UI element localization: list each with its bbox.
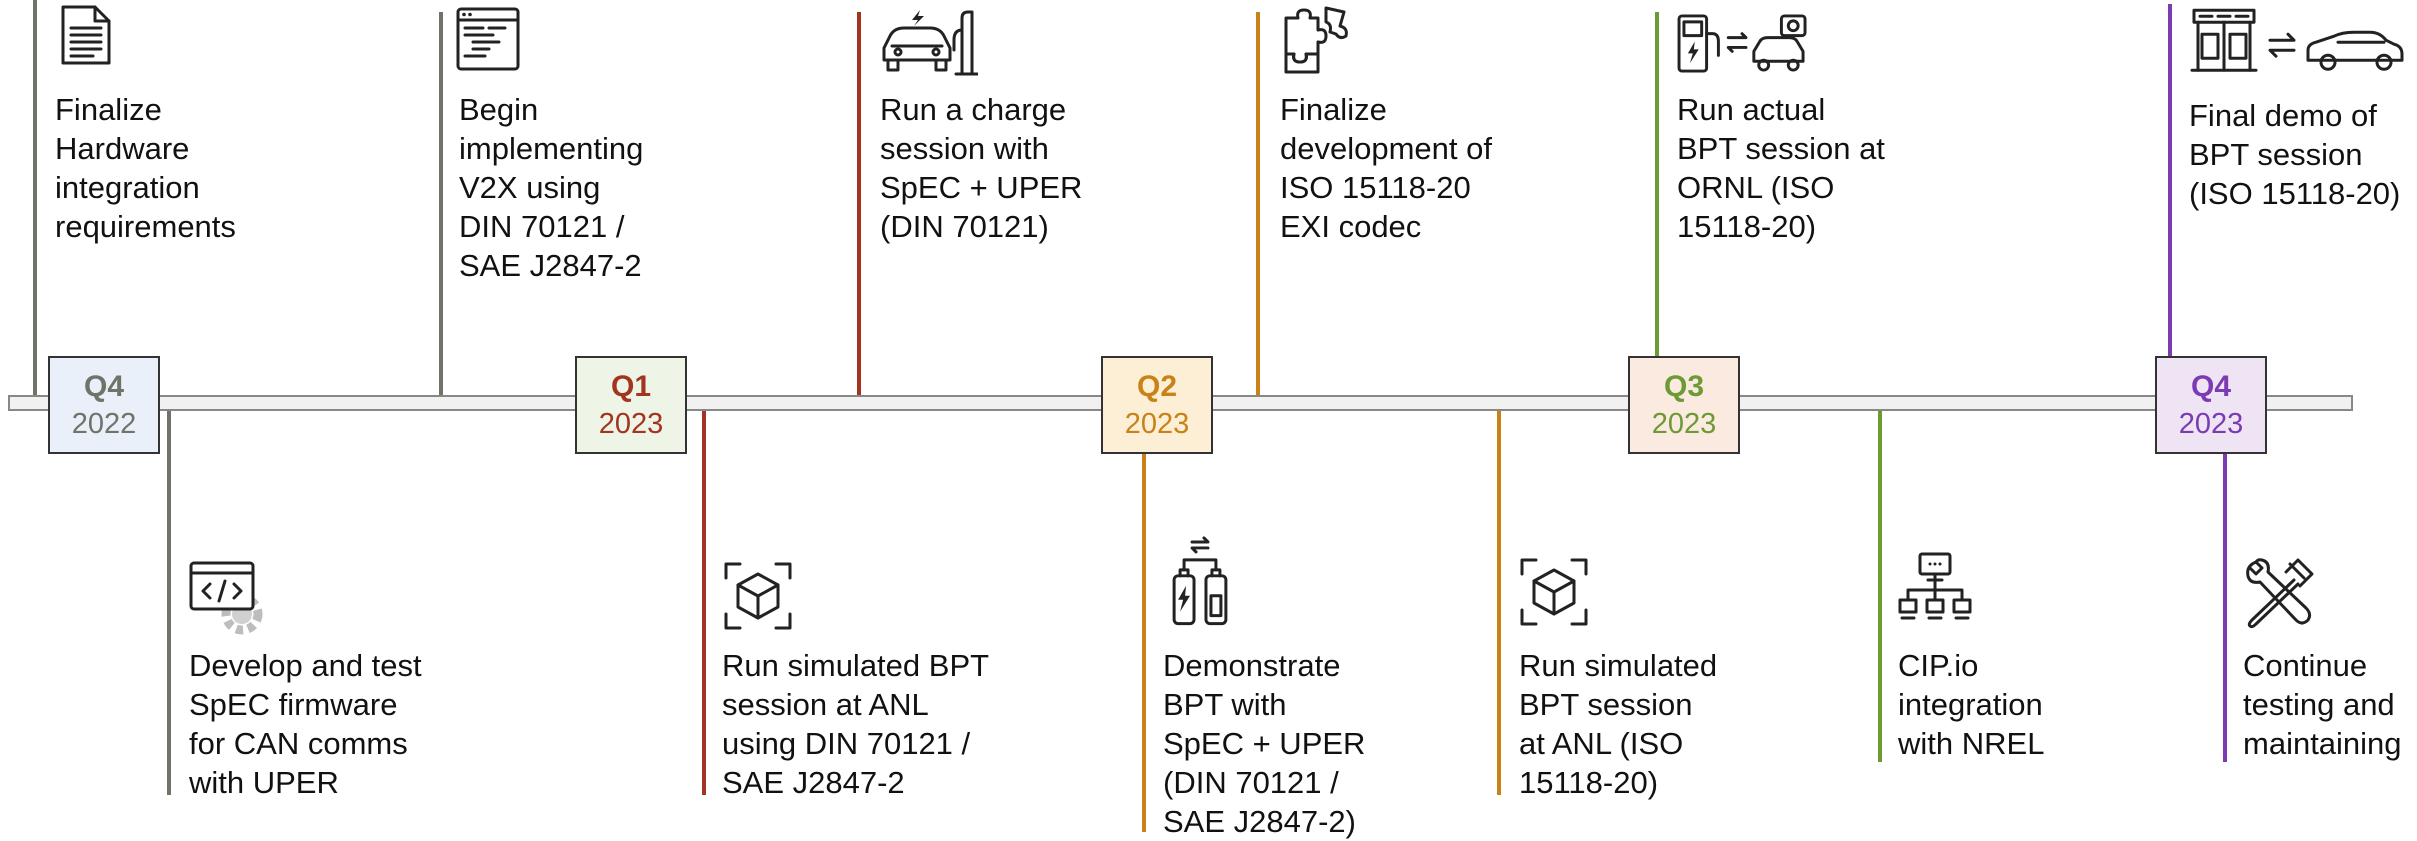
cube-scan-icon [1518, 556, 1590, 628]
quarter-label: Q3 [1663, 370, 1705, 403]
milestone-above-label: Begin implementing V2X using DIN 70121 /… [459, 92, 644, 283]
milestone-above-stem [857, 12, 861, 395]
milestone-below-stem [167, 411, 171, 795]
quarter-label: Q4 [83, 370, 125, 403]
cube-scan-icon [722, 560, 794, 632]
milestone-above-label: Run actual BPT session at ORNL (ISO 1511… [1677, 92, 1885, 244]
milestone-below-stem [1878, 411, 1882, 762]
quarter-label: Q4 [2190, 370, 2232, 403]
milestone-above-stem [1655, 12, 1659, 358]
code-window-icon [455, 6, 521, 72]
milestone-below-stem [1142, 453, 1146, 832]
milestone-below-label: Run simulated BPT session at ANL (ISO 15… [1519, 648, 1718, 800]
document-icon [55, 4, 117, 66]
battery-exchange-icon [1164, 534, 1236, 628]
quarter-marker: Q4 2023 [2155, 356, 2267, 454]
milestone-below-label: Continue testing and maintaining [2243, 648, 2402, 761]
quarter-marker: Q4 2022 [48, 356, 160, 454]
quarter-marker: Q1 2023 [575, 356, 687, 454]
tools-icon [2242, 558, 2314, 630]
charger-to-car-icon [1674, 12, 1814, 75]
quarter-marker: Q2 2023 [1101, 356, 1213, 454]
quarter-marker: Q3 2023 [1628, 356, 1740, 454]
quarter-year: 2023 [1124, 408, 1190, 440]
milestone-above-label: Run a charge session with SpEC + UPER (D… [880, 92, 1083, 244]
station-to-car-icon [2188, 4, 2408, 74]
car-charger-icon [878, 10, 978, 76]
quarter-label: Q2 [1136, 370, 1178, 403]
quarter-year: 2023 [598, 408, 664, 440]
milestone-below-label: Develop and test SpEC firmware for CAN c… [189, 648, 422, 800]
milestone-below-label: Demonstrate BPT with SpEC + UPER (DIN 70… [1163, 648, 1366, 839]
quarter-year: 2023 [1651, 408, 1717, 440]
quarter-year: 2022 [71, 408, 137, 440]
milestone-below-stem [702, 411, 706, 795]
milestone-above-stem [33, 0, 37, 395]
milestone-below-stem [2223, 453, 2227, 762]
milestone-above-stem [439, 12, 443, 395]
milestone-above-label: Finalize Hardware integration requiremen… [55, 92, 236, 244]
network-icon [1898, 552, 1972, 626]
milestone-above-stem [2168, 4, 2172, 358]
milestone-above-label: Finalize development of ISO 15118-20 EXI… [1280, 92, 1492, 244]
quarter-year: 2023 [2178, 408, 2244, 440]
milestone-below-label: Run simulated BPT session at ANL using D… [722, 648, 990, 800]
milestone-below-label: CIP.io integration with NREL [1898, 648, 2045, 761]
quarter-label: Q1 [610, 370, 652, 403]
puzzle-icon [1282, 4, 1354, 76]
milestone-below-stem [1497, 411, 1501, 795]
milestone-above-label: Final demo of BPT session (ISO 15118-20) [2189, 98, 2401, 211]
code-gear-icon [188, 560, 268, 640]
milestone-above-stem [1256, 12, 1260, 395]
